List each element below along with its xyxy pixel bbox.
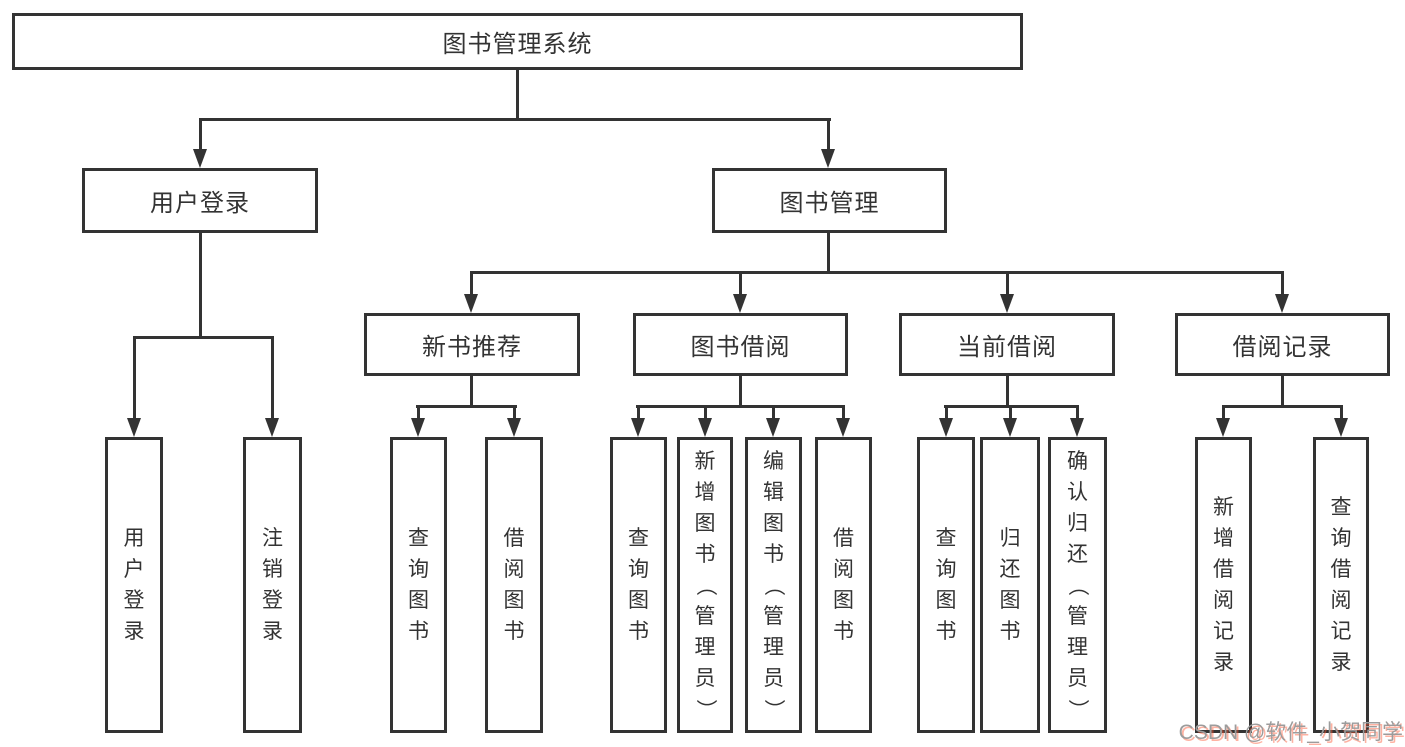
node-book-borrowing-label: 图书借阅: [690, 334, 791, 361]
leaf-search-borrow-record: 查询借阅记录: [1313, 437, 1369, 733]
connector-book-borrowing-crossbar: [636, 405, 845, 408]
csdn-watermark: CSDN @软件_小贺同学: [1178, 721, 1403, 744]
leaf-logout: 注销登录: [243, 437, 302, 733]
arrowhead-return-books-icon: [1003, 418, 1017, 437]
leaf-edit-books-admin: 编辑图书（管理员）: [745, 437, 802, 733]
node-library-management-system-label: 图书管理系统: [442, 31, 593, 58]
connector-drop-add-books: [704, 405, 707, 421]
connector-book-borrowing-stem: [739, 376, 742, 406]
connector-borrowing-records-crossbar: [1222, 405, 1343, 408]
connector-drop-search-current: [945, 405, 948, 421]
connector-drop-book-management: [827, 118, 830, 153]
connector-borrowing-records-stem: [1281, 376, 1284, 406]
connector-drop-borrowing-records: [1281, 271, 1284, 296]
connector-drop-borrow-recommend: [513, 405, 516, 421]
node-book-borrowing: 图书借阅: [633, 313, 848, 376]
connector-user-login-crossbar: [133, 336, 274, 339]
connector-book-management-crossbar: [470, 271, 1284, 274]
leaf-search-books-borrowing: 查询图书: [610, 437, 667, 733]
arrowhead-search-current-icon: [939, 418, 953, 437]
arrowhead-book-management-icon: [821, 149, 835, 168]
arrowhead-search-borrowing-icon: [631, 418, 645, 437]
connector-new-book-crossbar: [416, 405, 517, 408]
connector-drop-borrow-books: [842, 405, 845, 421]
arrowhead-edit-books-icon: [766, 418, 780, 437]
leaf-borrow-books-recommend: 借阅图书: [485, 437, 543, 733]
arrowhead-add-record-icon: [1216, 418, 1230, 437]
arrowhead-current-borrowing-icon: [1000, 294, 1014, 313]
node-new-book-recommendation: 新书推荐: [364, 313, 580, 376]
arrowhead-add-books-icon: [698, 418, 712, 437]
node-borrowing-records-label: 借阅记录: [1232, 334, 1333, 361]
node-user-login-label: 用户登录: [150, 190, 250, 217]
connector-drop-current-borrowing: [1006, 271, 1009, 296]
node-library-management-system: 图书管理系统: [12, 13, 1023, 70]
connector-drop-search-record: [1340, 405, 1343, 421]
connector-drop-new-book: [470, 271, 473, 296]
connector-drop-edit-books: [772, 405, 775, 421]
connector-drop-return-books: [1009, 405, 1012, 421]
connector-book-management-stem: [827, 233, 830, 273]
arrowhead-search-record-icon: [1334, 418, 1348, 437]
node-current-borrowing: 当前借阅: [899, 313, 1115, 376]
connector-new-book-stem: [470, 376, 473, 406]
connector-drop-add-record: [1222, 405, 1225, 421]
arrowhead-user-login-icon: [193, 149, 207, 168]
leaf-search-books-current: 查询图书: [917, 437, 975, 733]
connector-user-login-stem: [199, 233, 202, 337]
connector-root-stem: [516, 69, 519, 118]
connector-drop-user-login: [199, 118, 202, 153]
connector-drop-leaf-user-login: [133, 336, 136, 420]
arrowhead-leaf-user-login-icon: [127, 418, 141, 437]
leaf-borrow-books: 借阅图书: [815, 437, 872, 733]
node-book-management-label: 图书管理: [779, 190, 880, 217]
connector-root-crossbar: [199, 118, 831, 121]
leaf-add-books-admin: 新增图书（管理员）: [677, 437, 733, 733]
arrowhead-search-recommend-icon: [411, 418, 425, 437]
node-book-management: 图书管理: [712, 168, 947, 233]
arrowhead-leaf-logout-icon: [265, 418, 279, 437]
arrowhead-borrow-recommend-icon: [507, 418, 521, 437]
leaf-return-books: 归还图书: [980, 437, 1040, 733]
arrowhead-borrow-books-icon: [836, 418, 850, 437]
arrowhead-confirm-return-icon: [1070, 418, 1084, 437]
node-borrowing-records: 借阅记录: [1175, 313, 1390, 376]
connector-drop-leaf-logout: [271, 336, 274, 420]
connector-drop-confirm-return: [1076, 405, 1079, 421]
connector-drop-book-borrowing: [739, 271, 742, 296]
leaf-add-borrow-record: 新增借阅记录: [1195, 437, 1252, 733]
connector-drop-search-borrowing: [637, 405, 640, 421]
node-new-book-recommendation-label: 新书推荐: [422, 334, 522, 361]
leaf-user-login: 用户登录: [105, 437, 163, 733]
node-user-login: 用户登录: [82, 168, 318, 233]
connector-current-borrowing-stem: [1006, 376, 1009, 406]
leaf-search-books-recommend: 查询图书: [390, 437, 447, 733]
connector-drop-search-recommend: [417, 405, 420, 421]
arrowhead-borrowing-records-icon: [1275, 294, 1289, 313]
arrowhead-new-book-icon: [464, 294, 478, 313]
node-current-borrowing-label: 当前借阅: [957, 334, 1057, 361]
leaf-confirm-return-admin: 确认归还（管理员）: [1048, 437, 1107, 733]
arrowhead-book-borrowing-icon: [733, 294, 747, 313]
